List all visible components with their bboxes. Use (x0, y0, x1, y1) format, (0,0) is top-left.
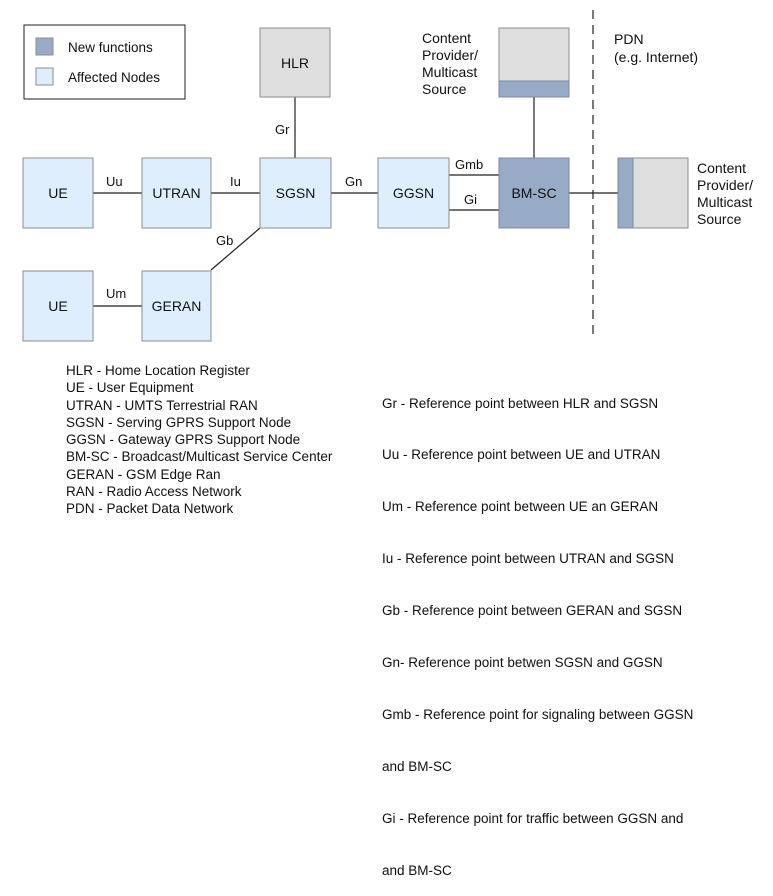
legend-label-new: New functions (68, 40, 153, 55)
node-utran: UTRAN (141, 157, 212, 229)
abbreviation-item: PDN - Packet Data Network (66, 501, 234, 517)
node-utran-label: UTRAN (152, 185, 200, 201)
pdn-sublabel: (e.g. Internet) (614, 49, 698, 65)
reference-point-item: Gi - Reference point for traffic between… (382, 810, 684, 826)
edge-label-gb: Gb (216, 233, 233, 248)
abbreviation-item: RAN - Radio Access Network (66, 484, 242, 500)
architecture-diagram: New functions Affected Nodes HLR UE UTRA… (22, 10, 753, 342)
reference-point-item: and BM-SC (382, 862, 452, 878)
edge-label-iu: Iu (230, 174, 241, 189)
edge-label-gn: Gn (345, 174, 362, 189)
content-provider-right-box (617, 157, 689, 229)
abbreviation-list: HLR - Home Location Register UE - User E… (66, 362, 332, 518)
abbreviation-item: GERAN - GSM Edge Ran (66, 466, 221, 482)
content-provider-top-line: Provider/ (422, 47, 478, 63)
reference-point-item: Gmb - Reference point for signaling betw… (382, 706, 694, 722)
legend-swatch-new (35, 37, 54, 56)
node-ue2: UE (22, 270, 94, 342)
content-provider-right-line: Source (697, 211, 742, 227)
content-provider-right-line: Multicast (697, 194, 752, 210)
reference-point-item: Gb - Reference point between GERAN and S… (382, 603, 683, 619)
content-provider-top-line: Content (422, 30, 471, 46)
pdn-label: PDN (614, 31, 644, 47)
content-provider-top-label: Content Provider/ Multicast Source (422, 30, 478, 97)
edge-label-uu: Uu (106, 174, 123, 189)
content-provider-top-line: Multicast (422, 64, 477, 80)
abbreviation-item: GGSN - Gateway GPRS Support Node (66, 432, 301, 448)
node-hlr: HLR (259, 27, 331, 98)
content-provider-right-label: Content Provider/ Multicast Source (697, 160, 753, 227)
node-geran: GERAN (141, 270, 212, 342)
legend-swatch-affected (35, 67, 54, 86)
node-sgsn-label: SGSN (276, 185, 316, 201)
line-gb (210, 227, 261, 271)
content-provider-top-box (498, 27, 570, 98)
content-provider-top-line: Source (422, 81, 467, 97)
legend-label-affected: Affected Nodes (68, 70, 160, 85)
node-ue1-label: UE (48, 185, 67, 201)
node-hlr-label: HLR (281, 55, 309, 71)
edge-label-um: Um (106, 286, 126, 301)
node-bmsc-label: BM-SC (511, 185, 556, 201)
node-bmsc: BM-SC (498, 157, 570, 229)
node-ggsn: GGSN (377, 157, 450, 229)
edge-label-gi: Gi (464, 192, 477, 207)
node-ue1: UE (22, 157, 94, 229)
edge-label-gr: Gr (275, 122, 290, 137)
node-ggsn-label: GGSN (393, 185, 434, 201)
content-provider-right-line: Content (697, 160, 746, 176)
node-ue2-label: UE (48, 298, 67, 314)
abbreviation-item: BM-SC - Broadcast/Multicast Service Cent… (66, 449, 333, 465)
reference-point-item: Iu - Reference point between UTRAN and S… (382, 551, 674, 567)
legend: New functions Affected Nodes (23, 24, 186, 100)
node-geran-label: GERAN (152, 298, 202, 314)
abbreviation-item: SGSN - Serving GPRS Support Node (66, 414, 292, 430)
node-sgsn: SGSN (259, 157, 332, 229)
legend-box (23, 24, 186, 100)
reference-point-item: Um - Reference point between UE an GERAN (382, 499, 659, 515)
abbreviation-item: UTRAN - UMTS Terrestrial RAN (66, 397, 258, 413)
edge-label-gmb: Gmb (455, 157, 483, 172)
reference-point-item: Gr - Reference point between HLR and SGS… (382, 395, 659, 411)
reference-point-item: and BM-SC (382, 758, 452, 774)
reference-point-list: Gr - Reference point between HLR and SGS… (382, 360, 693, 896)
reference-point-item: Gn- Reference point betwen SGSN and GGSN (382, 655, 663, 671)
content-provider-right-line: Provider/ (697, 177, 753, 193)
reference-point-item: Uu - Reference point between UE and UTRA… (382, 447, 661, 463)
abbreviation-item: UE - User Equipment (66, 380, 194, 396)
abbreviation-item: HLR - Home Location Register (66, 363, 250, 378)
